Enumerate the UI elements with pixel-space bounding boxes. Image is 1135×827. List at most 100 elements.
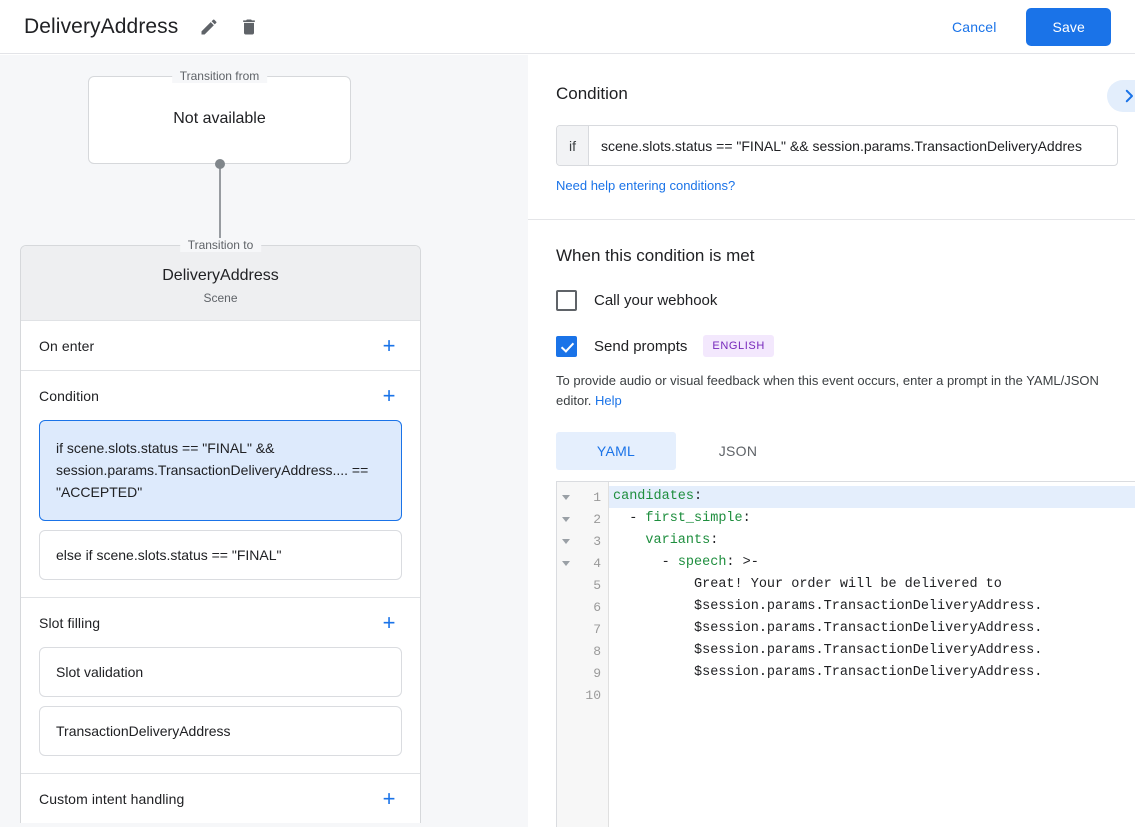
section-slot-filling-header[interactable]: Slot filling + (39, 598, 402, 647)
tab-yaml[interactable]: YAML (556, 432, 676, 470)
editor-code-line[interactable]: $session.params.TransactionDeliveryAddre… (613, 665, 1043, 680)
editor-line-number: 4 (593, 555, 601, 571)
editor-code-line[interactable]: Great! Your order will be delivered to (613, 577, 1002, 592)
editor-line-number: 8 (593, 643, 601, 659)
fold-toggle-icon[interactable] (562, 516, 570, 522)
section-divider (528, 219, 1135, 220)
save-button[interactable]: Save (1026, 7, 1111, 46)
when-condition-heading: When this condition is met (556, 246, 755, 265)
add-on-enter-button[interactable]: + (382, 332, 396, 358)
yaml-key: first_simple (645, 511, 743, 526)
section-on-enter-title: On enter (39, 337, 95, 354)
section-slot-filling-title: Slot filling (39, 614, 101, 631)
yaml-key: variants (645, 533, 711, 548)
editor-code-line[interactable]: - first_simple: (613, 511, 751, 526)
add-condition-button[interactable]: + (382, 382, 396, 408)
editor-gutter-line: 2 (557, 508, 608, 530)
editor-code-line[interactable]: $session.params.TransactionDeliveryAddre… (613, 643, 1043, 658)
editor-code-line[interactable]: $session.params.TransactionDeliveryAddre… (613, 599, 1043, 614)
chevron-right-icon[interactable] (1107, 80, 1135, 112)
call-webhook-row[interactable]: Call your webhook (556, 290, 1107, 311)
editor-code-area[interactable]: candidates: - first_simple: variants: - … (609, 482, 1135, 827)
editor-line-number: 2 (593, 511, 601, 527)
editor-line-number: 9 (593, 665, 601, 681)
slot-item-transaction-delivery-address[interactable]: TransactionDeliveryAddress (39, 706, 402, 756)
transition-from-legend: Transition from (171, 69, 268, 83)
section-on-enter-header[interactable]: On enter + (39, 321, 402, 370)
app-bar: DeliveryAddress Cancel Save (0, 0, 1135, 54)
editor-code-line[interactable]: variants: (645, 533, 719, 548)
left-panel: Transition from Not available Transition… (0, 55, 528, 827)
editor-code-line[interactable]: $session.params.TransactionDeliveryAddre… (613, 621, 1043, 636)
slot-validation-item[interactable]: Slot validation (39, 647, 402, 697)
section-condition: Condition + if scene.slots.status == "FI… (21, 370, 420, 597)
page-title: DeliveryAddress (24, 14, 179, 38)
tab-json[interactable]: JSON (718, 443, 758, 459)
transition-to-name: DeliveryAddress (162, 267, 279, 284)
editor-gutter-line: 7 (557, 618, 608, 640)
pencil-icon[interactable] (192, 10, 226, 44)
send-prompts-label: Send prompts (594, 337, 688, 355)
transition-to-legend: Transition to (179, 238, 262, 252)
editor-line-number: 3 (593, 533, 601, 549)
detail-panel: Condition if Need help entering conditio… (528, 55, 1135, 827)
condition-list-item[interactable]: else if scene.slots.status == "FINAL" (39, 530, 402, 580)
section-slot-filling-body: Slot validation TransactionDeliveryAddre… (39, 647, 402, 773)
editor-gutter-line: 9 (557, 662, 608, 684)
yaml-key: candidates (613, 489, 695, 504)
editor-gutter-line: 6 (557, 596, 608, 618)
editor-gutter-line: 5 (557, 574, 608, 596)
call-webhook-checkbox[interactable] (556, 290, 577, 311)
section-custom-intent-handling-title: Custom intent handling (39, 790, 185, 807)
add-custom-intent-handling-button[interactable]: + (382, 785, 396, 811)
send-prompts-checkbox[interactable] (556, 335, 577, 357)
when-condition-block: When this condition is met Call your web… (528, 220, 1135, 470)
condition-list-item-selected[interactable]: if scene.slots.status == "FINAL" && sess… (39, 420, 402, 521)
condition-if-prefix: if (557, 126, 589, 165)
prompt-help-text: To provide audio or visual feedback when… (556, 371, 1123, 411)
title-actions (192, 10, 266, 44)
condition-input[interactable] (589, 126, 1117, 165)
transition-to-subtitle: Scene (203, 291, 238, 305)
prompt-help-link[interactable]: Help (595, 393, 622, 408)
condition-field-row: if (556, 125, 1118, 166)
section-custom-intent-handling: Custom intent handling + (21, 773, 420, 823)
cancel-button[interactable]: Cancel (938, 10, 1010, 44)
editor-format-tabs: YAML JSON (556, 432, 1107, 470)
transition-to-header[interactable]: DeliveryAddress Scene (21, 246, 420, 320)
call-webhook-label: Call your webhook (594, 292, 718, 309)
send-prompts-row[interactable]: Send prompts ENGLISH (556, 335, 1107, 357)
yaml-key: speech (677, 555, 727, 570)
editor-gutter: 1 2 3 4 5 6 7 8 9 10 (557, 482, 609, 827)
editor-line-number: 7 (593, 621, 601, 637)
language-badge: ENGLISH (703, 335, 774, 357)
editor-line-number: 1 (593, 489, 601, 505)
add-slot-filling-button[interactable]: + (382, 609, 396, 635)
fold-toggle-icon[interactable] (562, 560, 570, 566)
fold-toggle-icon[interactable] (562, 494, 570, 500)
editor-gutter-line: 3 (557, 530, 608, 552)
editor-gutter-line: 10 (557, 684, 608, 706)
editor-gutter-line: 1 (557, 486, 608, 508)
transition-to-card: Transition to DeliveryAddress Scene On e… (20, 238, 421, 823)
condition-heading: Condition (556, 84, 628, 103)
editor-code-line[interactable]: - speech: >- (613, 555, 759, 570)
editor-code-line[interactable]: candidates: (609, 486, 1135, 508)
trash-icon[interactable] (232, 10, 266, 44)
section-custom-intent-handling-header[interactable]: Custom intent handling + (39, 774, 402, 823)
prompt-code-editor[interactable]: 1 2 3 4 5 6 7 8 9 10 candidates: - first_simple: … (556, 481, 1135, 827)
editor-code-line[interactable] (609, 684, 1135, 706)
transition-graph: Transition from Not available (0, 55, 528, 283)
prompt-help-sentence: To provide audio or visual feedback when… (556, 373, 1099, 408)
section-slot-filling: Slot filling + Slot validation Transacti… (21, 597, 420, 773)
section-condition-header[interactable]: Condition + (39, 371, 402, 420)
section-on-enter: On enter + (21, 320, 420, 370)
section-condition-title: Condition (39, 387, 100, 404)
transition-from-node[interactable]: Transition from Not available (88, 69, 351, 164)
fold-toggle-icon[interactable] (562, 538, 570, 544)
editor-line-number: 6 (593, 599, 601, 615)
condition-help-link[interactable]: Need help entering conditions? (556, 178, 736, 193)
editor-line-number: 5 (593, 577, 601, 593)
transition-from-value: Not available (173, 110, 266, 127)
section-condition-body: if scene.slots.status == "FINAL" && sess… (39, 420, 402, 597)
